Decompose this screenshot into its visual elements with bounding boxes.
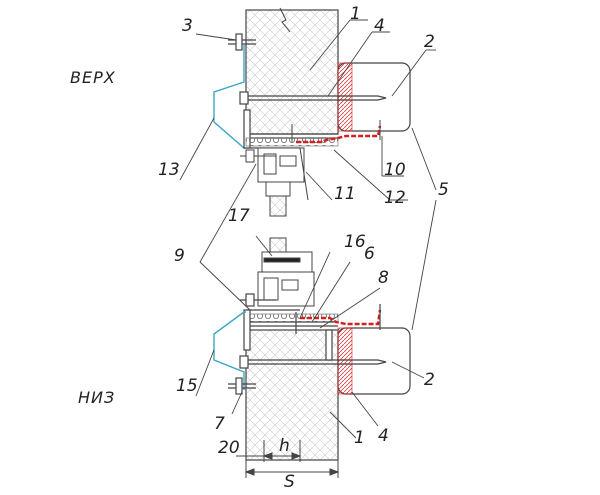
- dimension-s: S: [284, 472, 295, 492]
- callout-4-top: 4: [374, 16, 385, 36]
- callout-12: 12: [384, 188, 406, 208]
- callout-15: 15: [176, 376, 198, 396]
- bottom-anchor-rods: [228, 293, 387, 395]
- bottom-wall: [245, 329, 339, 461]
- callout-1-bottom: 1: [354, 428, 365, 448]
- top-screws: [240, 120, 381, 163]
- caption-top: ВЕРХ: [70, 68, 116, 87]
- top-facade-panel: [337, 62, 411, 132]
- bottom-seal: [300, 309, 382, 326]
- callout-20: 20: [218, 438, 240, 458]
- callout-4-bottom: 4: [378, 426, 389, 446]
- callout-2-bottom: 2: [424, 370, 435, 390]
- bottom-bracket: [213, 311, 246, 390]
- callout-2-top: 2: [424, 32, 435, 52]
- callout-11: 11: [334, 184, 356, 204]
- callout-7: 7: [214, 414, 225, 434]
- callout-1-top: 1: [350, 4, 361, 24]
- callout-16: 16: [344, 232, 366, 252]
- top-window-profile: [257, 147, 309, 217]
- callout-9: 9: [174, 246, 185, 266]
- bottom-window-profile: [257, 237, 315, 307]
- caption-bottom: НИЗ: [78, 388, 116, 407]
- dimension-lines: [236, 440, 340, 478]
- callout-10: 10: [384, 160, 406, 180]
- top-wall: [245, 7, 339, 135]
- callout-8: 8: [378, 268, 389, 288]
- top-seal: [296, 125, 382, 144]
- callout-3: 3: [182, 16, 193, 36]
- dimension-h: h: [279, 436, 290, 456]
- callout-5: 5: [438, 180, 449, 200]
- top-anchor-rods: [228, 33, 387, 105]
- callout-13: 13: [158, 160, 180, 180]
- bottom-facade-panel: [337, 327, 411, 395]
- callout-17: 17: [228, 206, 250, 226]
- leader-lines: [179, 19, 437, 439]
- callout-6: 6: [364, 244, 375, 264]
